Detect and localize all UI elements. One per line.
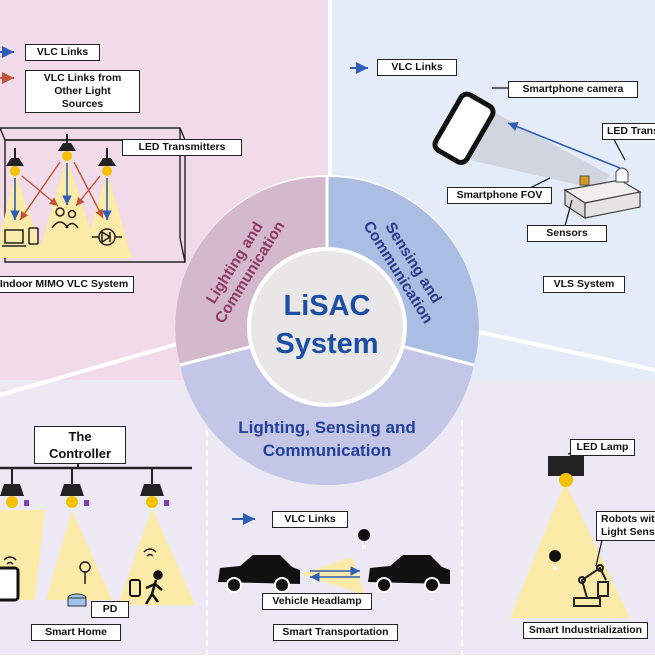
center-title-line1: LiSAC [283,290,371,322]
led-lamp-icon [6,134,116,176]
center-title-line2: System [275,328,379,360]
vehicle-headlamp-label: Vehicle Headlamp [262,593,372,610]
walking-person-icon [129,548,163,605]
ceiling-lamp-icon [0,468,169,508]
fov-cone [470,110,610,190]
pd-label: PD [91,601,129,618]
smart-industrialization-caption: Smart Industrialization [523,622,648,639]
led-lamp-label: LED Lamp [570,439,635,456]
location-pin-icon-3 [549,550,562,576]
room-links [10,161,112,221]
smartphone-camera-label: Smartphone camera [508,81,638,98]
smartphone-icon [432,91,496,165]
vls-caption: VLS System [543,276,625,293]
photodiode-icon [92,228,122,246]
led-transmitters-label: LED Transmitters [122,139,242,156]
smartphone-fov-label: Smartphone FOV [447,187,552,204]
sensor-table [563,167,642,220]
smart-home-caption: Smart Home [31,624,121,641]
laptop-phone-icon [2,227,39,247]
legend-vlc-label: VLC Links [25,44,100,61]
location-pin-icon [79,561,91,585]
tablet-icon [0,556,20,602]
smart-transportation-caption: Smart Transportation [273,624,398,641]
car-right-icon [368,555,450,593]
indoor-mimo-caption: Indoor MIMO VLC System [0,276,134,293]
legend-vlc-label-2: VLC Links [377,59,457,76]
car-left-icon [218,555,300,593]
robot-arm-icon [573,564,609,607]
industrial-lamp-icon [548,456,584,487]
sensors-label: Sensors [527,225,607,242]
users-icon [51,207,79,229]
legend-vlc-label-3: VLC Links [272,511,348,528]
vls-link [507,122,621,169]
center-hub [247,247,407,407]
location-pin-icon-2 [358,529,371,555]
led-transmitter-label: LED Trans [602,123,655,140]
